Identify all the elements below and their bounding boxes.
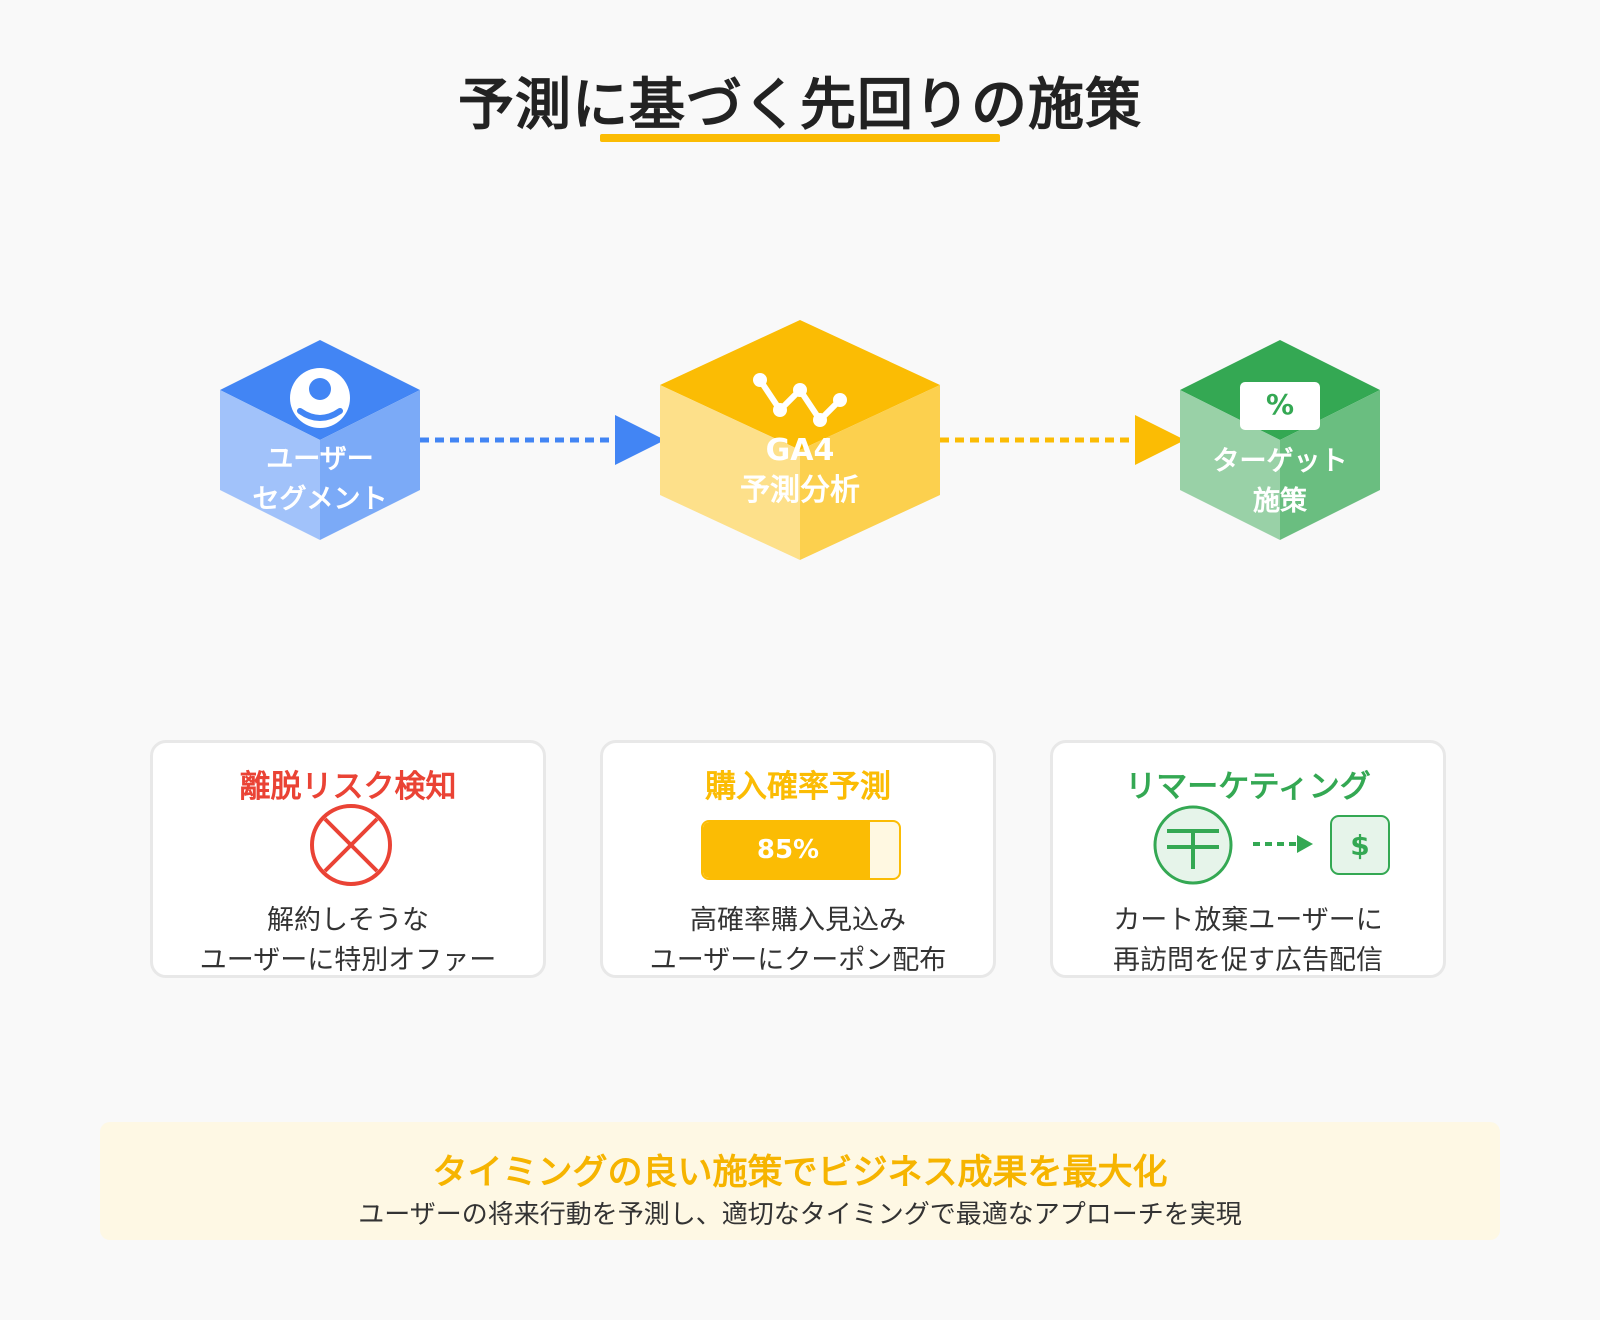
dollar-icon: $ [1330,815,1390,875]
trend-line-icon [753,373,847,427]
user-icon [290,368,350,428]
progress-bar: 85% [701,820,901,880]
page-title: 予測に基づく先回りの施策 [458,73,1142,138]
card-desc-line2: ユーザーに特別オファー [199,945,497,976]
node-label-line1: ターゲット [1213,446,1348,477]
node-label-line2: 施策 [1253,485,1308,517]
card-remarketing: リマーケティング $ カート放棄ユーザーに 再訪問を促す広告配信 [1050,740,1446,978]
card-description: 高確率購入見込み ユーザーにクーポン配布 [603,901,993,981]
card-desc-line1: 高確率購入見込み [690,905,906,936]
dashed-arrow-icon [1253,835,1313,853]
progress-label: 85% [756,835,820,865]
card-description: 解約しそうな ユーザーに特別オファー [153,901,543,981]
card-purchase-probability: 購入確率予測 85% 高確率購入見込み ユーザーにクーポン配布 [600,740,996,978]
flow-node-target: % ターゲット 施策 [1180,340,1380,540]
cart-to-dollar-icon: $ [1153,805,1390,885]
summary-title: タイミングの良い施策でビジネス成果を最大化 [432,1153,1168,1193]
flow-diagram: ユーザー セグメント GA4 予測分析 % ターゲット 施策 [220,320,1380,560]
cart-icon [1153,805,1233,885]
node-label-line1: GA4 [766,433,835,468]
card-desc-line2: 再訪問を促す広告配信 [1113,945,1383,976]
summary-panel: タイミングの良い施策でビジネス成果を最大化 ユーザーの将来行動を予測し、適切なタ… [100,1122,1500,1240]
progress-fill [703,822,870,878]
summary-subtitle: ユーザーの将来行動を予測し、適切なタイミングで最適なアプローチを実現 [358,1200,1242,1230]
node-label-line1: ユーザー [266,444,373,475]
node-label-line2: 予測分析 [740,473,860,508]
card-desc-line1: 解約しそうな [267,905,429,936]
dollar-text: $ [1350,829,1369,862]
percent-tag-icon: % [1240,382,1320,430]
title-underline [600,134,1000,142]
card-churn-risk: 離脱リスク検知 解約しそうな ユーザーに特別オファー [150,740,546,978]
card-title: 離脱リスク検知 [239,769,457,805]
flow-node-user-segment: ユーザー セグメント [220,340,420,540]
flow-node-ga4: GA4 予測分析 [660,320,940,560]
x-circle-icon [310,804,392,886]
card-desc-line2: ユーザーにクーポン配布 [649,945,947,976]
card-desc-line1: カート放棄ユーザーに [1113,905,1383,936]
percent-text: % [1266,388,1294,421]
card-title: 購入確率予測 [705,769,891,805]
node-label-line2: セグメント [253,483,388,515]
card-description: カート放棄ユーザーに 再訪問を促す広告配信 [1053,901,1443,981]
card-title: リマーケティング [1125,769,1371,805]
